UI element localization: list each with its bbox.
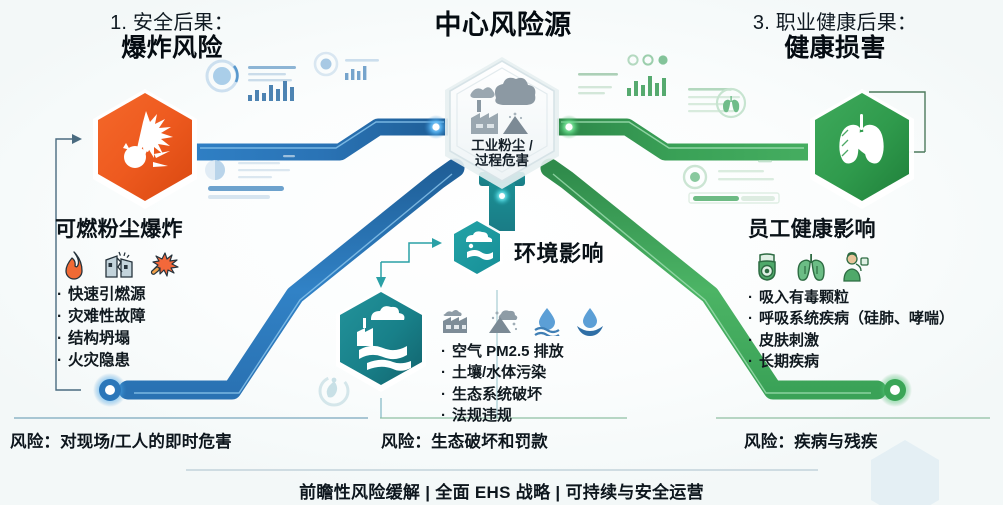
connector-center-to-left bbox=[162, 115, 448, 166]
connector-center-to-right bbox=[557, 115, 842, 166]
factory-emission-icon bbox=[443, 310, 467, 333]
lungs-icon bbox=[797, 254, 825, 281]
factory-smoke-dustpile-icon bbox=[470, 77, 536, 134]
center-caption-line2: 过程危害 bbox=[475, 153, 529, 169]
polluted-water-cloud-icon bbox=[466, 231, 493, 260]
right-section-header: 3. 职业健康后果： 健康损害 bbox=[700, 12, 970, 62]
gas-mask-icon bbox=[758, 253, 776, 281]
left-risk-caption: 风险：对现场/工人的即时危害 bbox=[10, 433, 232, 451]
middle-branch-icon-row bbox=[441, 306, 605, 336]
middle-risk-caption: 风险：生态破坏和罚款 bbox=[381, 433, 548, 451]
list-item: 快速引燃源 bbox=[57, 284, 146, 306]
right-risk-caption: 风险：疾病与残疾 bbox=[744, 433, 878, 451]
right-branch-icon-row bbox=[752, 252, 870, 282]
decor-widget-blue-mid bbox=[205, 155, 295, 199]
list-item: 火灾隐患 bbox=[57, 350, 146, 372]
explosion-spark-icon bbox=[150, 252, 179, 277]
footer-strategy-text: 前瞻性风险缓解 | 全面 EHS 战略 | 可持续与安全运营 bbox=[299, 483, 704, 502]
decor-recycle-icon bbox=[318, 375, 350, 407]
decor-widget-blue-top bbox=[205, 59, 296, 101]
center-caption-line1: 工业粉尘 / bbox=[471, 138, 533, 153]
left-branch-bullets: 快速引燃源 灾难性故障 结构坍塌 火灾隐患 bbox=[57, 284, 146, 372]
lungs-heart-icon bbox=[839, 114, 884, 164]
explosion-bomb-icon bbox=[123, 111, 173, 168]
list-item: 吸入有毒颗粒 bbox=[748, 287, 954, 308]
list-item: 结构坍塌 bbox=[57, 328, 146, 350]
left-header-line1: 1. 安全后果： bbox=[110, 12, 234, 34]
left-header-line2: 爆炸风险 bbox=[121, 34, 223, 63]
center-node-caption: 工业粉尘 / 过程危害 bbox=[452, 138, 552, 168]
middle-branch-bullets: 空气 PM2.5 排放 土壤/水体污染 生态系统破坏 法规违规 bbox=[441, 341, 564, 426]
list-item: 法规违规 bbox=[441, 405, 564, 426]
arrow-environment-to-pollution bbox=[376, 238, 442, 288]
factory-river-pollution-icon bbox=[357, 306, 411, 371]
environment-badge-hexagon bbox=[451, 218, 503, 278]
arrow-to-explosion-node bbox=[55, 134, 82, 391]
coughing-worker-icon bbox=[843, 252, 869, 282]
connector-center-to-bottom-left bbox=[93, 158, 465, 407]
decor-widget-green-mid bbox=[688, 87, 747, 119]
pollution-hexagon-node bbox=[336, 288, 426, 392]
explosion-hexagon-node bbox=[93, 89, 197, 209]
center-section-header: 中心风险源 bbox=[383, 10, 623, 40]
list-item: 灾难性故障 bbox=[57, 306, 146, 328]
center-hexagon-node bbox=[445, 57, 559, 189]
list-item: 生态系统破坏 bbox=[441, 384, 564, 405]
dust-mountain-icon bbox=[489, 310, 518, 333]
center-header-line2: 中心风险源 bbox=[434, 10, 572, 40]
right-header-line1: 3. 职业健康后果： bbox=[752, 12, 918, 34]
water-bowl-icon bbox=[577, 308, 603, 336]
decor-widget-green-bottom bbox=[682, 160, 780, 204]
list-item: 皮肤刺激 bbox=[748, 330, 954, 351]
connector-center-to-bottom-right bbox=[540, 158, 912, 407]
list-item: 空气 PM2.5 排放 bbox=[441, 341, 564, 362]
fire-icon bbox=[65, 251, 83, 280]
left-node-subtitle: 可燃粉尘爆炸 bbox=[55, 218, 183, 241]
environment-badge-label: 环境影响 bbox=[514, 241, 605, 266]
decor-widget-green-top bbox=[578, 54, 668, 96]
left-branch-icon-row bbox=[59, 250, 179, 280]
right-branch-bullets: 吸入有毒颗粒 呼吸系统疾病（硅肺、哮喘） 皮肤刺激 长期疾病 bbox=[748, 287, 954, 372]
right-header-line2: 健康损害 bbox=[784, 34, 886, 63]
list-item: 呼吸系统疾病（硅肺、哮喘） bbox=[748, 308, 954, 329]
list-item: 长期疾病 bbox=[748, 351, 954, 372]
decor-widget-blue-corner bbox=[313, 51, 379, 80]
health-hexagon-node bbox=[810, 89, 914, 209]
lung-circle-icon bbox=[723, 96, 740, 113]
left-section-header: 1. 安全后果： 爆炸风险 bbox=[52, 12, 292, 62]
water-droplet-waves-icon bbox=[534, 308, 560, 336]
list-item: 土壤/水体污染 bbox=[441, 362, 564, 383]
right-node-subtitle: 员工健康影响 bbox=[748, 218, 876, 241]
collapsing-building-icon bbox=[105, 251, 133, 278]
background-watermark bbox=[871, 440, 939, 505]
